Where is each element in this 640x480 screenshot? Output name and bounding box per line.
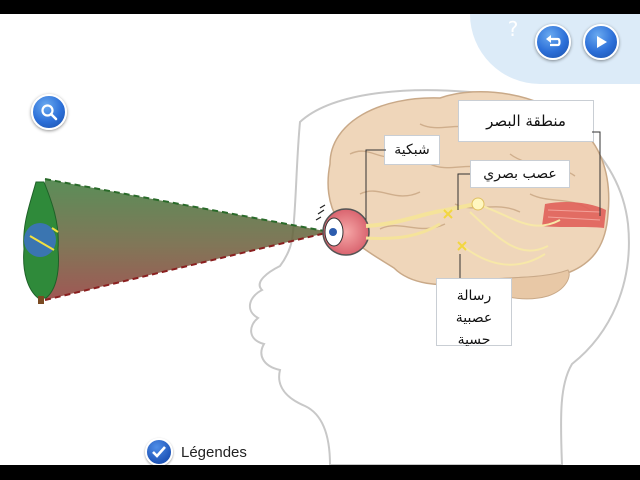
label-visual-area: منطقة البصر (458, 100, 594, 142)
play-button[interactable] (583, 24, 619, 60)
label-nerve-message: رسالة عصبية حسية (436, 278, 512, 348)
label-nerve-message-line2: حسية (457, 332, 491, 348)
back-button[interactable] (535, 24, 571, 60)
label-retina: شبكية (384, 135, 440, 165)
stage: منطقة البصر شبكية عصب بصري رسالة عصبية ح… (0, 14, 640, 465)
question-mark-icon: ? (507, 17, 519, 41)
legend-toggle[interactable]: Légendes (145, 438, 247, 465)
zoom-button[interactable] (31, 94, 67, 130)
legend-checkbox[interactable] (145, 438, 173, 465)
play-icon (597, 36, 607, 48)
help-button[interactable]: ? (503, 16, 523, 42)
legend-label: Légendes (181, 443, 247, 461)
checkmark-icon (152, 446, 166, 458)
label-nerve-message-line1: رسالة عصبية (455, 288, 493, 326)
magnifier-icon (41, 104, 58, 121)
vision-cone (45, 179, 330, 300)
undo-arrow-icon (546, 35, 561, 47)
label-optic-nerve: عصب بصري (470, 160, 570, 188)
